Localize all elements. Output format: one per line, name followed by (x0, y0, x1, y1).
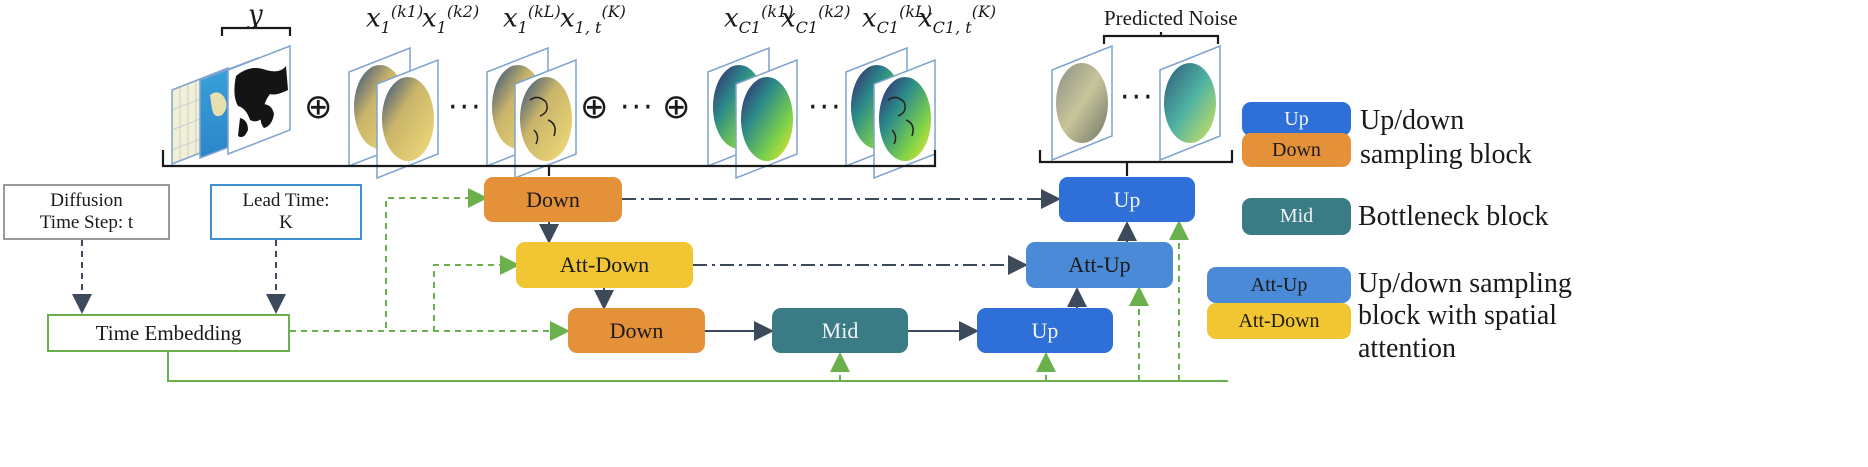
x-label-k2: x1(k2) (422, 2, 480, 37)
input-maps-group-4 (845, 46, 936, 180)
noise-field (1164, 63, 1216, 143)
att-down-block: Att-Down (516, 242, 693, 288)
globe-field (382, 77, 434, 161)
globe-field (520, 77, 572, 161)
unet-arrows (539, 189, 1137, 341)
predicted-noise-title: Predicted Noise (1104, 6, 1238, 30)
concat-operator: ⊕ (304, 87, 333, 127)
output-noise-maps (1051, 44, 1221, 162)
diffusion-time-step-box: Diffusion Time Step: t (3, 184, 170, 240)
conditioning-arrows (72, 240, 286, 314)
x-label-kL: x1(kL) (503, 2, 561, 37)
time-embedding-box: Time Embedding (47, 314, 290, 352)
xc-label-k2: xC1(k2) (781, 2, 851, 37)
y-label: y (248, 0, 263, 30)
lead-time-label-line1: Lead Time: (242, 190, 330, 212)
output-bracket (1038, 150, 1234, 164)
predicted-noise-bracket (1102, 34, 1220, 44)
legend-up-swatch: Up (1242, 102, 1351, 136)
brackets (161, 24, 1234, 176)
ellipsis: ··· (1120, 80, 1155, 115)
legend-attention-label: Up/down sampling block with spatial atte… (1358, 268, 1572, 364)
x-label-k1: x1(k1) (366, 2, 424, 37)
att-up-block: Att-Up (1026, 242, 1173, 288)
ellipsis: ··· (448, 90, 483, 125)
globe-coastlines (887, 96, 914, 145)
embedding-flow (167, 188, 1228, 382)
input-maps-group-3 (707, 46, 798, 180)
ellipsis: ··· (620, 90, 655, 125)
concat-operator: ⊕ (662, 87, 691, 127)
diffusion-label-line1: Diffusion (50, 190, 123, 212)
down-block-2: Down (568, 308, 705, 353)
ellipsis: ··· (808, 90, 843, 125)
legend-down-swatch: Down (1242, 133, 1351, 167)
static-input-maps (171, 44, 291, 166)
xc-label-kL: xC1(kL) (862, 2, 932, 37)
legend-updown-label: Up/down sampling block (1360, 105, 1532, 170)
xc-label-k1: xC1(k1) (724, 2, 794, 37)
mid-block: Mid (772, 308, 908, 353)
diffusion-label-line2: Time Step: t (39, 212, 134, 233)
embed-bottom-rail (167, 352, 1228, 382)
input-maps-group-2 (486, 46, 577, 180)
x-label-K: x1, t(K) (560, 2, 626, 37)
map-continents-land-mask (234, 66, 288, 138)
legend-mid-label: Bottleneck block (1358, 201, 1549, 232)
input-maps-group-1 (348, 46, 439, 180)
embed-to-attdown-arrow (290, 255, 520, 332)
concat-operator: ⊕ (580, 87, 609, 127)
xc-label-K: xC1, t(K) (918, 2, 997, 37)
down-block-1: Down (484, 177, 622, 222)
globe-field (741, 77, 793, 161)
globe-coastlines (529, 96, 556, 145)
lead-time-label-line2: K (279, 212, 293, 233)
legend-mid-swatch: Mid (1242, 198, 1351, 235)
legend-att-down-swatch: Att-Down (1207, 303, 1351, 339)
up-block-bottom: Up (977, 308, 1113, 353)
up-block-top: Up (1059, 177, 1195, 222)
globe-field (879, 77, 931, 161)
lead-time-box: Lead Time: K (210, 184, 362, 240)
legend-att-up-swatch: Att-Up (1207, 267, 1351, 303)
noise-field (1056, 63, 1108, 143)
